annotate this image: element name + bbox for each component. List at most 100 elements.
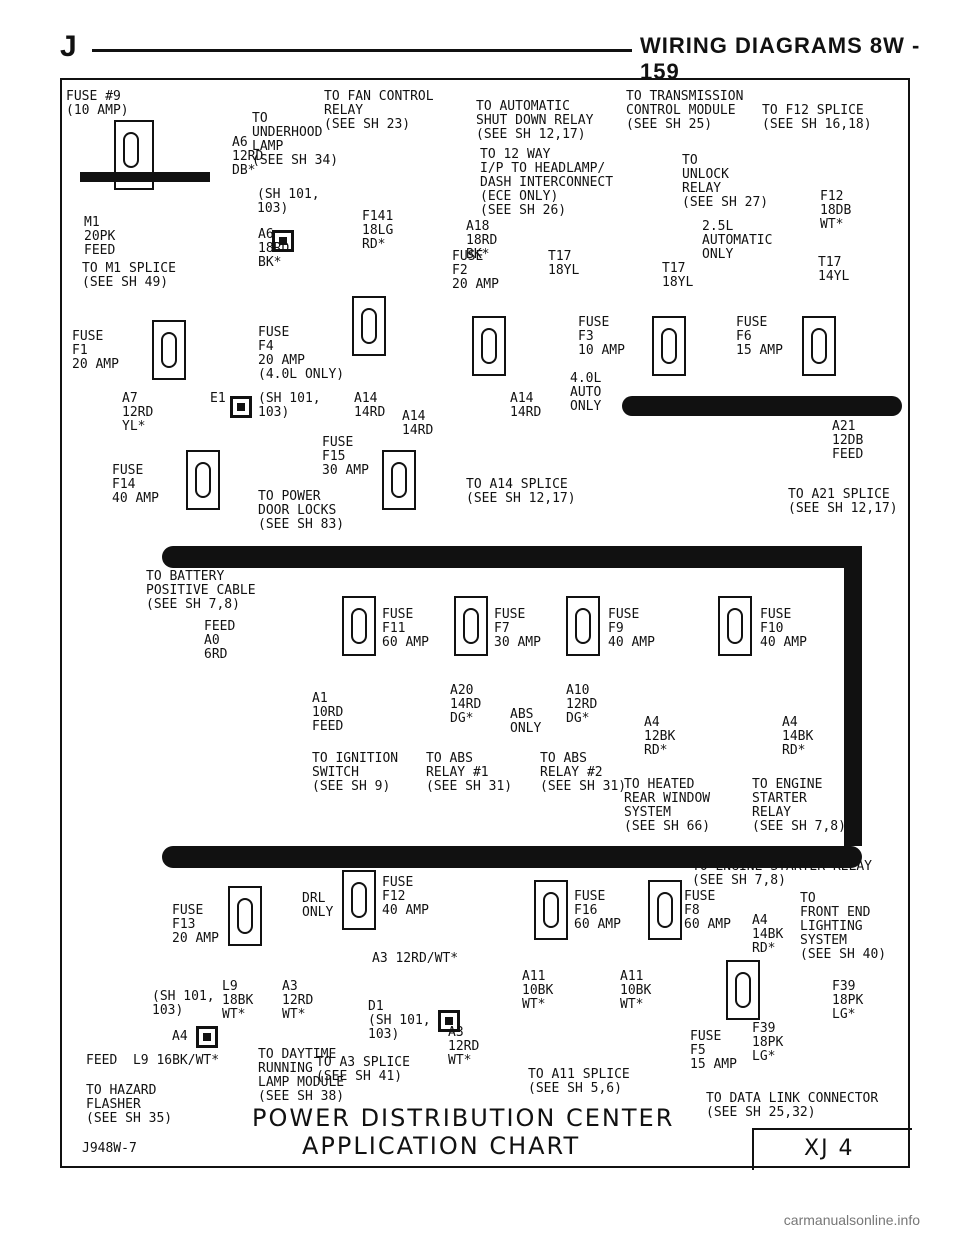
- fuse-f3: [652, 316, 686, 376]
- fuse-f2-label: FUSE F2 20 AMP: [452, 249, 499, 292]
- sheet-box: XJ 4: [752, 1128, 912, 1170]
- a10-label: A10 12RD DG*: [566, 683, 598, 726]
- d1-splice-icon: [438, 1010, 460, 1032]
- hazard-label: TO HAZARD FLASHER (SEE SH 35): [86, 1083, 173, 1126]
- fuse-f1: [152, 320, 186, 380]
- fuse-f2: [472, 316, 506, 376]
- auto25-label: 2.5L AUTOMATIC ONLY: [702, 219, 773, 262]
- a0-label: FEED A0 6RD: [204, 619, 236, 662]
- a14-splice-label: TO A14 SPLICE (SEE SH 12,17): [466, 477, 576, 506]
- a14c-label: A14 14RD: [510, 391, 542, 420]
- sh101c-label: (SH 101, 103): [152, 989, 215, 1018]
- dlc-label: TO DATA LINK CONNECTOR (SEE SH 25,32): [706, 1091, 879, 1120]
- middle-bus-right: [844, 546, 862, 846]
- a11a-label: A11 10BK WT*: [522, 969, 554, 1012]
- m1-splice-label: TO M1 SPLICE (SEE SH 49): [82, 261, 176, 290]
- starter-label: TO ENGINE STARTER RELAY (SEE SH 7,8): [752, 777, 846, 834]
- a21-splice-label: TO A21 SPLICE (SEE SH 12,17): [788, 487, 898, 516]
- f10-label: FUSE F10 40 AMP: [760, 607, 807, 650]
- a20-label: A20 14RD DG*: [450, 683, 482, 726]
- t17c-label: T17 14YL: [818, 255, 850, 284]
- fuse-f1-label: FUSE F1 20 AMP: [72, 329, 119, 372]
- fuse-f7: [454, 596, 488, 656]
- f12-label: FUSE F12 40 AMP: [382, 875, 429, 918]
- f13-label: FUSE F13 20 AMP: [172, 903, 219, 946]
- f8-label: FUSE F8 60 AMP: [684, 889, 731, 932]
- asd-relay-label: TO AUTOMATIC SHUT DOWN RELAY (SEE SH 12,…: [476, 99, 594, 142]
- a6b-label: A6 18RD BK*: [258, 227, 290, 270]
- rear-window-label: TO HEATED REAR WINDOW SYSTEM (SEE SH 66): [624, 777, 711, 834]
- a11-splice-label: TO A11 SPLICE (SEE SH 5,6): [528, 1067, 630, 1096]
- bottom-bus: [162, 846, 862, 868]
- abs-only-label: ABS ONLY: [510, 707, 542, 736]
- fuse-f11: [342, 596, 376, 656]
- a3c-label: A3 12RD WT*: [448, 1025, 480, 1068]
- fuse-f10: [718, 596, 752, 656]
- t17a-label: T17 18YL: [548, 249, 580, 278]
- l9b-label: FEED L9 16BK/WT*: [86, 1053, 220, 1068]
- a1-label: A1 10RD FEED: [312, 691, 344, 734]
- d1-label: D1 (SH 101, 103): [368, 999, 431, 1042]
- middle-bus: [162, 546, 862, 568]
- a18-label: A18 18RD BK*: [466, 219, 498, 262]
- wiring-diagram: FUSE #9 (10 AMP) M1 20PK FEED TO M1 SPLI…: [60, 78, 912, 1170]
- fuse-f6-label: FUSE F6 15 AMP: [736, 315, 783, 358]
- page-header: J WIRING DIAGRAMS 8W - 159: [0, 0, 960, 84]
- l9-label: L9 18BK WT*: [222, 979, 254, 1022]
- underhood-label: TO UNDERHOOD LAMP (SEE SH 34): [252, 111, 339, 168]
- fuse9-bus: [80, 172, 210, 182]
- page-footer: carmanualsonline.info: [0, 1200, 960, 1242]
- fuse-f12: [342, 870, 376, 930]
- fuse-f8: [648, 880, 682, 940]
- f141-label: F141 18LG RD*: [362, 209, 394, 252]
- drl-module-label: TO DAYTIME RUNNING LAMP MODULE (SEE SH 3…: [258, 1047, 345, 1104]
- ip-label: TO 12 WAY I/P TO HEADLAMP/ DASH INTERCON…: [480, 147, 614, 218]
- t17b-label: T17 18YL: [662, 261, 694, 290]
- a6-label: A6 12RD DB*: [232, 135, 264, 178]
- fuse-f14: [186, 450, 220, 510]
- fuse-f9: [566, 596, 600, 656]
- chart-title: POWER DISTRIBUTION CENTER: [252, 1104, 675, 1132]
- a11b-label: A11 10BK WT*: [620, 969, 652, 1012]
- f12-splice-label: TO F12 SPLICE (SEE SH 16,18): [762, 103, 872, 132]
- e1-splice-icon: [230, 396, 252, 418]
- ignition-label: TO IGNITION SWITCH (SEE SH 9): [312, 751, 399, 794]
- chart-subtitle: APPLICATION CHART: [302, 1132, 581, 1160]
- watermark: carmanualsonline.info: [783, 1212, 920, 1228]
- fuse-f6: [802, 316, 836, 376]
- sheet-code: XJ 4: [804, 1136, 855, 1161]
- fuse-f15: [382, 450, 416, 510]
- header-letter: J: [60, 30, 77, 63]
- fuse-f3-label: FUSE F3 10 AMP: [578, 315, 625, 358]
- fuse9-label: FUSE #9 (10 AMP): [66, 89, 129, 118]
- header-title: WIRING DIAGRAMS 8W - 159: [640, 33, 921, 84]
- front-end-label: TO FRONT END LIGHTING SYSTEM (SEE SH 40): [800, 891, 887, 962]
- f16-label: FUSE F16 60 AMP: [574, 889, 621, 932]
- a14-label: A14 14RD: [354, 391, 386, 420]
- fan-relay-label: TO FAN CONTROL RELAY (SEE SH 23): [324, 89, 434, 132]
- fuse-f13: [228, 886, 262, 946]
- a4a-label: A4 12BK RD*: [644, 715, 676, 758]
- fuse-f5: [726, 960, 760, 1020]
- a3-label: A3 12RD/WT*: [372, 951, 459, 966]
- a7-label: A7 12RD YL*: [122, 391, 154, 434]
- abs1-label: TO ABS RELAY #1 (SEE SH 31): [426, 751, 513, 794]
- a4c-label: A4 14BK RD*: [752, 913, 784, 956]
- unlock-label: TO UNLOCK RELAY (SEE SH 27): [682, 153, 769, 210]
- fuse-f15-label: FUSE F15 30 AMP: [322, 435, 369, 478]
- m1-label: M1 20PK FEED: [84, 215, 116, 258]
- fuse-f4-label: FUSE F4 20 AMP (4.0L ONLY): [258, 325, 345, 382]
- sh101b-label: (SH 101, 103): [258, 391, 321, 420]
- f7-label: FUSE F7 30 AMP: [494, 607, 541, 650]
- abs2-label: TO ABS RELAY #2 (SEE SH 31): [540, 751, 627, 794]
- a14b-label: A14 14RD: [402, 409, 434, 438]
- a21-label: A21 12DB FEED: [832, 419, 864, 462]
- diagram-code: J948W-7: [82, 1141, 137, 1156]
- starter-relay-label: TO ENGINE STARTER RELAY (SEE SH 7,8): [692, 859, 873, 888]
- f11-label: FUSE F11 60 AMP: [382, 607, 429, 650]
- f5-label: FUSE F5 15 AMP: [690, 1029, 737, 1072]
- a4d-label: A4: [172, 1029, 188, 1044]
- a3-splice-label: TO A3 SPLICE (SEE SH 41): [316, 1055, 410, 1084]
- splice-icon: [272, 230, 294, 252]
- a3b-label: A3 12RD WT*: [282, 979, 314, 1022]
